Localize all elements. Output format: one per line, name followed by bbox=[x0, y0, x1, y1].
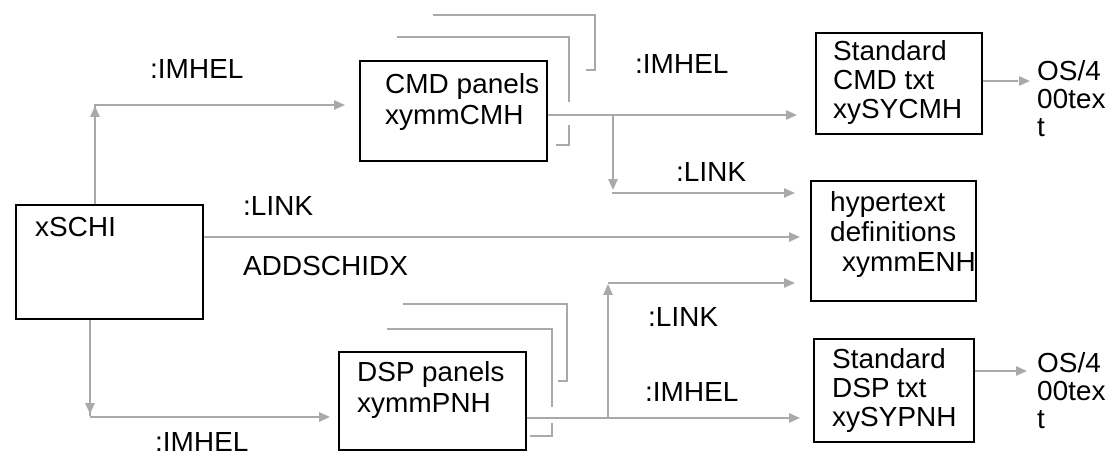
box-standard-cmd-line1: Standard bbox=[833, 35, 947, 66]
box-standard-cmd-line3: xySYCMH bbox=[833, 93, 963, 124]
cmd-stack-inner-right-lower bbox=[568, 125, 570, 146]
label-link-xschi: :LINK bbox=[243, 190, 314, 221]
arrow-xschi-to-dsp-horizontal bbox=[90, 416, 320, 418]
cmd-stack-inner-right-upper bbox=[568, 36, 570, 102]
dsp-stack-inner-bottom bbox=[530, 435, 553, 437]
box-standard-dsp-txt: Standard DSP txt xySYPNH bbox=[813, 338, 975, 443]
arrow-xschi-to-cmd-vertical bbox=[94, 104, 96, 204]
label-imhel-top-left: :IMHEL bbox=[150, 53, 244, 84]
output-os400-top-line3: t bbox=[1037, 111, 1045, 142]
arrow-xschi-to-cmd-horizontal bbox=[95, 104, 335, 106]
arrowhead-right-icon bbox=[334, 100, 345, 110]
arrowhead-right-icon bbox=[784, 188, 795, 198]
cmd-stack-outer-corner bbox=[586, 69, 596, 71]
cmd-stack-inner-top bbox=[397, 36, 570, 38]
arrow-dsp-to-hypertext-horizontal bbox=[608, 282, 785, 284]
arrow-dsp-to-hypertext-vertical bbox=[607, 286, 609, 417]
output-os400-top: OS/4 00tex t bbox=[1037, 57, 1106, 141]
arrowhead-right-icon bbox=[789, 413, 800, 423]
arrowhead-right-icon bbox=[319, 412, 330, 422]
arrow-cmd-to-hypertext-horizontal bbox=[612, 192, 785, 194]
box-cmd-panels-line1: CMD panels bbox=[385, 68, 540, 99]
label-addschidx: ADDSCHIDX bbox=[243, 250, 408, 281]
dsp-stack-outer-top bbox=[403, 303, 568, 305]
box-standard-dsp-line1: Standard bbox=[832, 343, 946, 374]
arrow-xschi-to-dsp-vertical bbox=[89, 320, 91, 416]
box-dsp-panels-line2: xymmPNH bbox=[357, 387, 491, 418]
arrowhead-up-icon bbox=[90, 106, 100, 117]
arrow-cmd-to-standard-cmd bbox=[548, 114, 787, 116]
box-standard-cmd-line2: CMD txt bbox=[833, 64, 935, 95]
arrowhead-right-icon bbox=[1016, 366, 1027, 376]
label-link-cmd-to-hypertext: :LINK bbox=[676, 156, 747, 187]
label-imhel-cmd-to-std: :IMHEL bbox=[635, 48, 729, 79]
arrow-standard-cmd-to-os400 bbox=[983, 80, 1018, 82]
box-standard-dsp-line2: DSP txt bbox=[832, 372, 927, 403]
output-os400-top-line2: 00tex bbox=[1037, 83, 1106, 114]
arrowhead-right-icon bbox=[786, 110, 797, 120]
output-os400-bottom-line3: t bbox=[1037, 403, 1045, 434]
box-dsp-panels-line1: DSP panels bbox=[357, 356, 505, 387]
box-xschi: xSCHI bbox=[15, 204, 204, 320]
output-os400-top-line1: OS/4 bbox=[1037, 55, 1101, 86]
arrowhead-right-icon bbox=[789, 232, 800, 242]
arrowhead-up-icon bbox=[603, 284, 613, 295]
label-imhel-dsp-to-std: :IMHEL bbox=[645, 376, 739, 407]
output-os400-bottom-line1: OS/4 bbox=[1037, 347, 1101, 378]
dsp-stack-inner-right-lower bbox=[551, 423, 553, 437]
box-hypertext-line2: definitions bbox=[830, 216, 957, 247]
dsp-stack-inner-right-upper bbox=[551, 328, 553, 407]
box-xschi-label: xSCHI bbox=[35, 211, 116, 242]
box-standard-cmd-txt: Standard CMD txt xySYCMH bbox=[815, 32, 983, 135]
arrowhead-right-icon bbox=[1019, 76, 1030, 86]
box-hypertext-line1: hypertext bbox=[830, 186, 946, 217]
cmd-stack-outer-right bbox=[594, 14, 596, 71]
box-standard-dsp-line3: xySYPNH bbox=[832, 401, 957, 432]
label-link-dsp-to-hypertext: :LINK bbox=[648, 301, 719, 332]
output-os400-bottom: OS/4 00tex t bbox=[1037, 349, 1106, 433]
cmd-stack-inner-bottom bbox=[556, 144, 570, 146]
arrow-cmd-to-hypertext-vertical bbox=[612, 114, 614, 182]
arrow-standard-dsp-to-os400 bbox=[975, 370, 1017, 372]
box-hypertext-line3: xymmENH bbox=[842, 246, 976, 277]
box-dsp-panels: DSP panels xymmPNH bbox=[338, 351, 527, 451]
arrow-dsp-to-standard-dsp bbox=[527, 417, 792, 419]
dsp-stack-outer-right bbox=[566, 303, 568, 382]
box-cmd-panels-line2: xymmCMH bbox=[385, 99, 524, 130]
dsp-stack-outer-corner bbox=[558, 380, 568, 382]
label-imhel-bottom-left: :IMHEL bbox=[155, 426, 249, 457]
dsp-stack-inner-top bbox=[387, 328, 553, 330]
cmd-stack-outer-top bbox=[433, 14, 596, 16]
arrow-xschi-to-hypertext bbox=[204, 236, 790, 238]
box-cmd-panels: CMD panels xymmCMH bbox=[359, 60, 548, 162]
arrowhead-right-icon bbox=[784, 278, 795, 288]
output-os400-bottom-line2: 00tex bbox=[1037, 375, 1106, 406]
arrowhead-down-icon bbox=[85, 403, 95, 414]
arrowhead-down-icon bbox=[608, 179, 618, 190]
box-hypertext-definitions: hypertext definitions xymmENH bbox=[810, 180, 977, 302]
